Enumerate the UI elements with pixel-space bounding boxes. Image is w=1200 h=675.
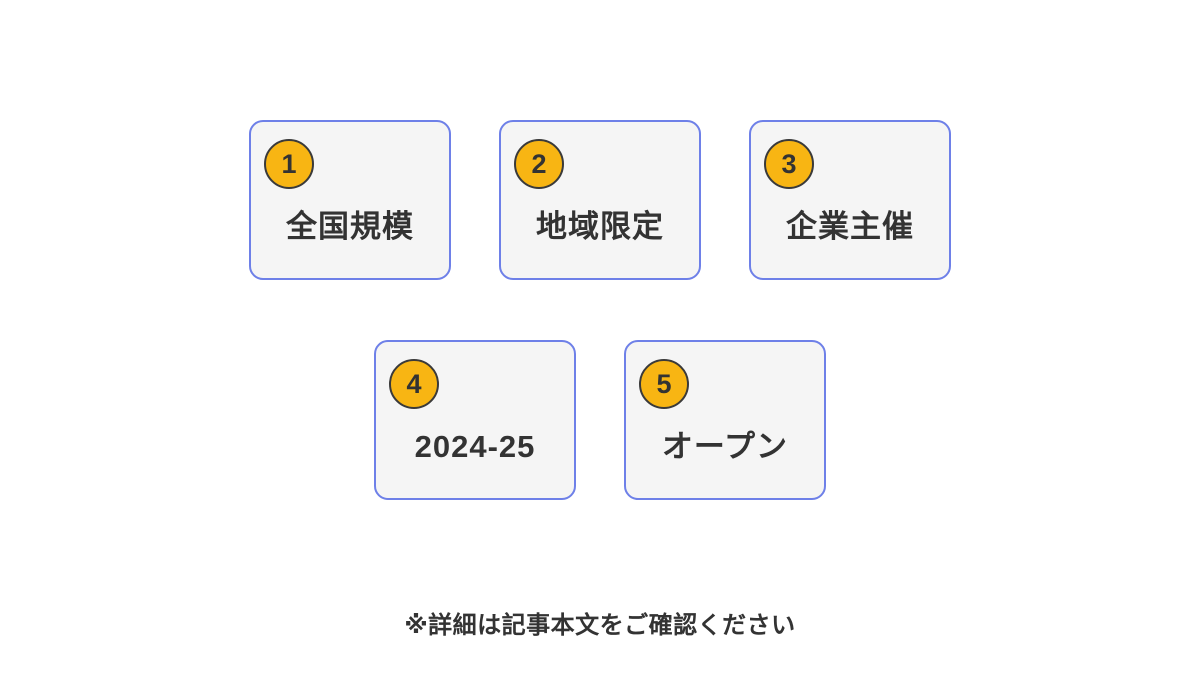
card-label-corporate-hosted: 企業主催	[786, 209, 914, 244]
badge-number: 5	[656, 368, 672, 399]
card-row-top: 1 全国規模 2 地域限定 3 企業主催	[0, 120, 1200, 280]
card-season-2024-25: 4 2024-25	[374, 340, 576, 500]
badge-number: 2	[531, 148, 547, 179]
number-badge-2: 2	[514, 139, 564, 189]
card-nationwide-scale: 1 全国規模	[249, 120, 451, 280]
number-badge-5: 5	[639, 359, 689, 409]
card-label-open: オープン	[661, 429, 789, 464]
number-badge-1: 1	[264, 139, 314, 189]
card-label-season-2024-25: 2024-25	[414, 429, 536, 464]
footnote-text: ※詳細は記事本文をご確認ください	[404, 612, 796, 639]
card-row-bottom: 4 2024-25 5 オープン	[0, 340, 1200, 500]
badge-number: 3	[781, 148, 797, 179]
card-open: 5 オープン	[624, 340, 826, 500]
card-label-region-limited: 地域限定	[536, 209, 664, 244]
number-badge-3: 3	[764, 139, 814, 189]
badge-number: 1	[281, 148, 297, 179]
number-badge-4: 4	[389, 359, 439, 409]
card-corporate-hosted: 3 企業主催	[749, 120, 951, 280]
card-label-nationwide-scale: 全国規模	[286, 209, 414, 244]
card-region-limited: 2 地域限定	[499, 120, 701, 280]
badge-number: 4	[406, 368, 422, 399]
